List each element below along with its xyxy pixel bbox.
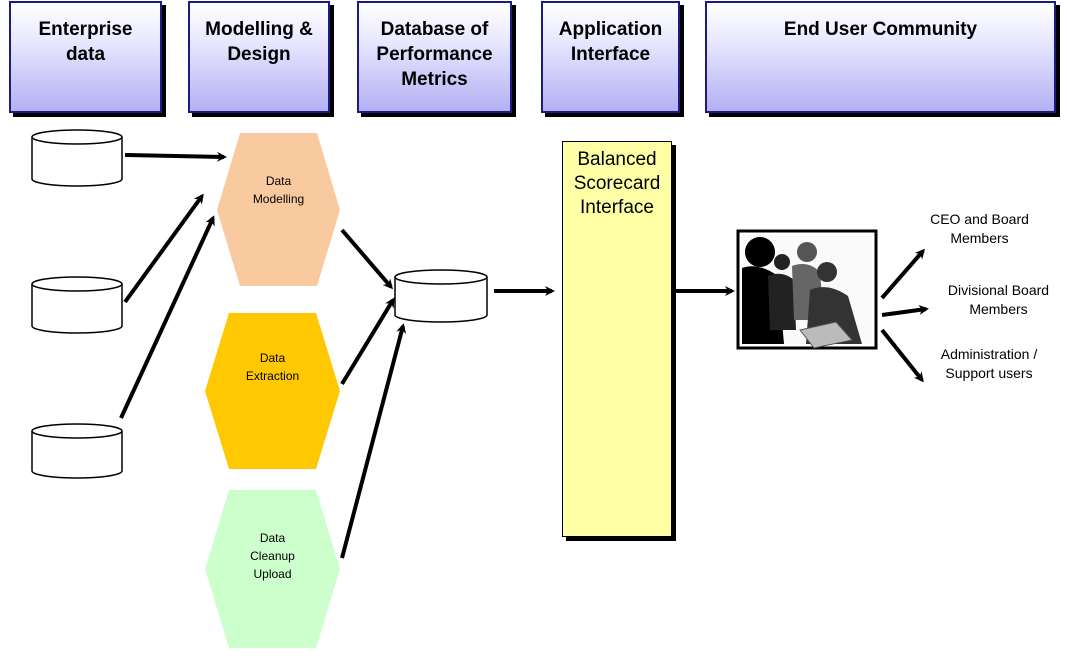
hexagon-data-modelling <box>217 133 340 286</box>
label-line: Data <box>259 351 286 365</box>
arrow-db3-to-modelling <box>119 215 215 419</box>
label-line: Upload <box>253 567 292 581</box>
scorecard-interface-box: Balanced Scorecard Interface <box>562 141 672 537</box>
user-line: Support users <box>945 365 1033 381</box>
scorecard-line: Scorecard <box>573 173 661 194</box>
arrow-cleanup-to-db <box>340 323 407 559</box>
label-line: Modelling <box>252 192 305 206</box>
arrow-modelling-to-db <box>340 228 393 290</box>
hexagon-data-cleanup <box>205 490 340 648</box>
hexagon-data-extraction <box>205 313 340 469</box>
user-group-divisional: Divisional Board Members <box>936 281 1061 319</box>
header-line: Application <box>558 19 663 40</box>
label-line: Extraction <box>245 369 300 383</box>
user-line: CEO and Board <box>930 211 1029 227</box>
user-group-ceo: CEO and Board Members <box>912 210 1047 248</box>
header-line: Metrics <box>401 69 468 90</box>
header-line: Modelling & <box>205 19 313 40</box>
scorecard-line: Balanced <box>577 149 657 170</box>
user-line: Members <box>969 301 1028 317</box>
label-data-modelling: Data Modelling <box>217 172 340 208</box>
header-line: data <box>65 44 106 65</box>
arrow-extraction-to-db <box>340 297 395 386</box>
users-meeting-image <box>736 229 878 350</box>
arrow-db1-to-modelling <box>124 151 227 162</box>
enterprise-db-cylinder-2 <box>31 276 123 334</box>
enterprise-db-cylinder-3 <box>31 423 123 479</box>
label-data-extraction: Data Extraction <box>205 349 340 385</box>
arrow-to-divisional <box>881 304 929 317</box>
header-line: Database of <box>380 19 489 40</box>
header-line: Performance <box>376 44 493 65</box>
label-data-cleanup: Data Cleanup Upload <box>205 529 340 583</box>
header-line: Enterprise <box>38 19 133 40</box>
header-line: Interface <box>570 44 651 65</box>
arrow-db2-to-modelling <box>123 193 204 304</box>
enterprise-db-cylinder-1 <box>31 129 123 187</box>
user-line: Administration / <box>940 346 1038 362</box>
scorecard-line: Interface <box>580 197 654 218</box>
metrics-db-cylinder <box>394 269 488 323</box>
header-end-user-community: End User Community <box>705 1 1056 113</box>
label-line: Data <box>265 174 292 188</box>
label-line: Cleanup <box>250 549 295 563</box>
arrow-to-ceo <box>880 248 925 300</box>
label-line: Data <box>259 531 286 545</box>
header-line: Design <box>227 44 291 65</box>
user-line: Divisional Board <box>947 282 1050 298</box>
header-modelling-design: Modelling & Design <box>188 1 330 113</box>
arrow-to-admin <box>880 328 924 383</box>
header-enterprise-data: Enterprise data <box>9 1 162 113</box>
user-group-admin: Administration / Support users <box>924 345 1054 383</box>
user-line: Members <box>950 230 1009 246</box>
header-line: End User Community <box>783 19 978 40</box>
